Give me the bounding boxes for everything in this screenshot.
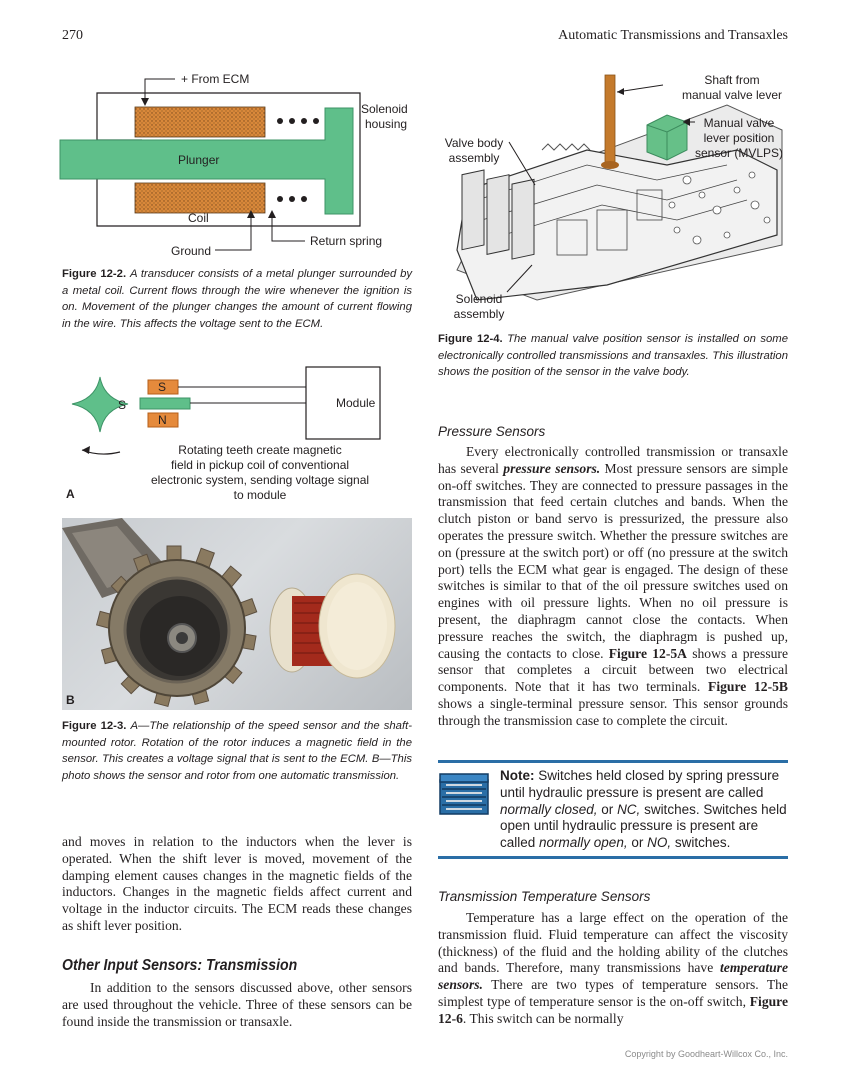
module-label: Module	[336, 396, 376, 410]
from-ecm-label: + From ECM	[181, 72, 250, 86]
mvlps-label: Manual valve lever position sensor (MVLP…	[694, 116, 784, 160]
note-text: Note: Switches held closed by spring pre…	[500, 768, 787, 851]
speed-sensor-description: Rotating teeth create magnetic field in …	[150, 443, 370, 502]
figure-12-2-diagram: + From ECM Solenoid housing Plunger Coil…	[55, 60, 415, 265]
valve-body-label: Valve body assembly	[444, 136, 504, 165]
n-magnet-label: N	[158, 413, 167, 427]
note-bottom-rule	[438, 856, 788, 859]
figure-12-3-caption: Figure 12-3. A—The relationship of the s…	[62, 718, 412, 784]
s-magnet-label: S	[158, 380, 167, 394]
solenoid-housing-label-1: Solenoid	[361, 102, 408, 116]
figure-12-3b-photo	[62, 518, 412, 710]
caption-text: A transducer consists of a metal plunger…	[62, 268, 412, 330]
caption-number: Figure 12-3.	[62, 720, 127, 732]
heading-other-input-sensors: Other Input Sensors: Transmission	[62, 957, 298, 974]
from-ecm-leader	[144, 78, 175, 104]
speed-sensor-diagram	[71, 366, 381, 455]
note-top-rule	[438, 760, 788, 763]
valve-body-illustration	[456, 74, 783, 301]
toolbox-icon	[438, 772, 490, 816]
heading-temperature-sensors: Transmission Temperature Sensors	[438, 889, 651, 904]
caption-number: Figure 12-4.	[438, 333, 503, 345]
figure-12-2-caption: Figure 12-2. A transducer consists of a …	[62, 266, 412, 332]
temperature-sensors-text: Temperature has a large effect on the op…	[438, 910, 788, 1028]
caption-text: A—The relationship of the speed sensor a…	[62, 720, 412, 782]
ground-leader	[215, 212, 252, 251]
heading-pressure-sensors: Pressure Sensors	[438, 424, 546, 439]
caption-number: Figure 12-2.	[62, 268, 127, 280]
part-b-label: B	[66, 693, 75, 707]
figure-12-4-caption: Figure 12-4. The manual valve position s…	[438, 331, 788, 381]
paragraph-shift-lever: and moves in relation to the inductors w…	[62, 834, 412, 933]
coil-top	[134, 106, 266, 138]
magnet-n	[147, 412, 179, 428]
plunger-label: Plunger	[178, 153, 220, 167]
s-rotor-label: S	[118, 398, 127, 412]
spring-dots-top	[277, 118, 319, 124]
left-column-text-2: In addition to the sensors discussed abo…	[62, 980, 412, 1030]
page-number: 270	[62, 28, 83, 43]
manual-valve-shaft	[604, 74, 616, 166]
solenoid-assembly-label: Solenoid assembly	[453, 292, 505, 321]
running-title: Automatic Transmissions and Transaxles	[558, 28, 788, 43]
figure-12-3a-diagram: S S N Module Rotating teeth create magne…	[60, 362, 420, 512]
caption-text: The manual valve position sensor is inst…	[438, 333, 788, 378]
figure-12-4-illustration: Shaft from manual valve lever Manual val…	[437, 70, 789, 325]
solenoid-housing-label-2: housing	[365, 117, 408, 131]
figure-ref-12-6: Figure 12-6	[438, 993, 788, 1026]
pickup-core	[139, 397, 191, 410]
shaft-label: Shaft from manual valve lever	[681, 73, 783, 102]
paragraph-temperature-sensors: Temperature has a large effect on the op…	[438, 910, 788, 1026]
module-box	[305, 366, 381, 440]
figure-ref-12-5b: Figure 12-5B	[708, 679, 788, 695]
coil-bottom	[134, 182, 266, 214]
sensor-rotor-photo	[62, 518, 396, 708]
term-temperature-sensors: temperature sensors.	[438, 960, 788, 993]
plunger	[59, 107, 354, 215]
coil-label: Coil	[188, 211, 209, 225]
figure-ref-12-5a: Figure 12-5A	[608, 645, 687, 661]
left-column-text: and moves in relation to the inductors w…	[62, 834, 412, 935]
return-spring-leader	[271, 212, 305, 242]
spring-dots-bottom	[277, 196, 307, 202]
part-a-label: A	[66, 487, 75, 501]
pressure-sensors-text: Every electronically controlled transmis…	[438, 444, 788, 730]
return-spring-label: Return spring	[310, 234, 383, 248]
ground-label: Ground	[171, 244, 212, 258]
solenoid-diagram	[59, 78, 361, 251]
term-pressure-sensors: pressure sensors.	[503, 460, 601, 476]
note-label: Note:	[500, 768, 535, 783]
paragraph-other-sensors: In addition to the sensors discussed abo…	[62, 980, 412, 1029]
copyright-notice: Copyright by Goodheart-Willcox Co., Inc.	[624, 1049, 788, 1059]
rotor	[71, 376, 129, 433]
paragraph-pressure-sensors: Every electronically controlled transmis…	[438, 444, 788, 728]
